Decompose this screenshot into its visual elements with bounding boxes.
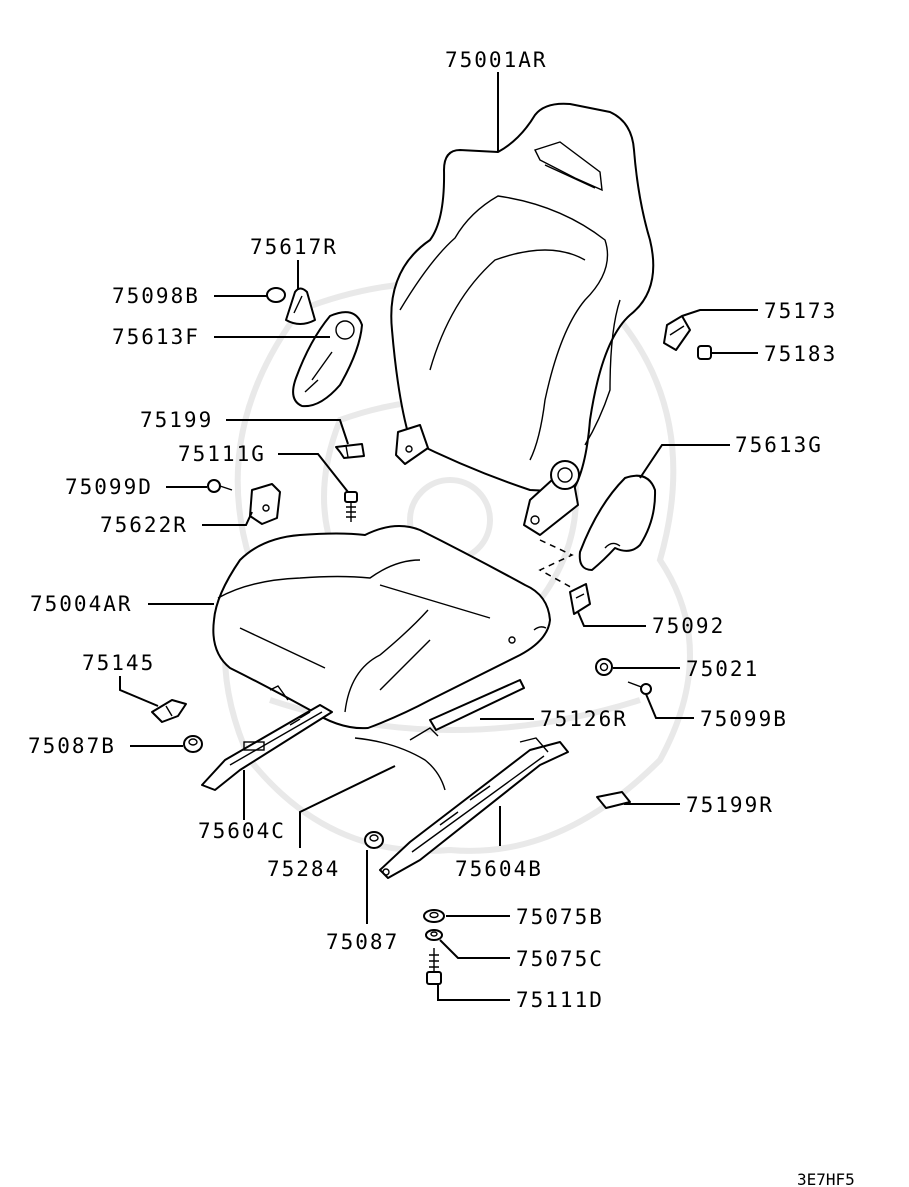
part-label-75604C: 75604C <box>198 819 286 843</box>
leader-line-75075C <box>439 939 510 959</box>
part-label-75075C: 75075C <box>516 947 604 971</box>
part-label-75099D: 75099D <box>65 475 153 499</box>
part-label-75087: 75087 <box>326 930 399 954</box>
leader-line-75145 <box>119 676 159 707</box>
leader-line-75092 <box>577 611 646 627</box>
part-75173-lever <box>663 315 691 351</box>
part-75111D-bolt <box>426 948 442 985</box>
leader-line-75111G <box>278 453 349 493</box>
part-75098B-clip <box>266 287 286 303</box>
part-label-75604B: 75604B <box>455 857 543 881</box>
part-label-75613G: 75613G <box>735 433 823 457</box>
part-75617R-cover <box>285 287 316 325</box>
leader-line-75099B <box>645 693 694 719</box>
leader-line-75111D <box>437 984 510 1001</box>
part-75099B-screw <box>627 681 652 695</box>
seat-back <box>390 102 655 536</box>
part-label-75075B: 75075B <box>516 905 604 929</box>
leader-line-75173 <box>681 309 758 317</box>
part-75604B-seat-rail <box>379 737 569 879</box>
leader-line-75199 <box>226 419 349 445</box>
part-label-75622R: 75622R <box>100 513 188 537</box>
part-75284-cable <box>354 737 446 791</box>
part-75613G-side-cover <box>578 474 657 571</box>
part-75087B-nut <box>183 735 203 753</box>
part-label-75126R: 75126R <box>540 707 628 731</box>
part-75099D-screw <box>207 479 233 493</box>
part-label-75284: 75284 <box>267 857 340 881</box>
part-label-75617R: 75617R <box>250 235 338 259</box>
part-75613F-side-cover <box>292 311 363 408</box>
part-label-75001AR: 75001AR <box>445 48 548 72</box>
alignment-guide <box>538 539 577 591</box>
part-75075B-washer <box>423 909 445 923</box>
leader-line-75622R <box>202 511 253 526</box>
part-label-75087B: 75087B <box>28 734 116 758</box>
part-label-75092: 75092 <box>652 614 725 638</box>
part-label-75021: 75021 <box>686 657 759 681</box>
part-label-75199: 75199 <box>140 408 213 432</box>
part-label-75111G: 75111G <box>178 442 266 466</box>
part-label-75004AR: 75004AR <box>30 592 133 616</box>
part-label-75111D: 75111D <box>516 988 604 1012</box>
part-75145-cover <box>151 699 187 723</box>
part-75199-bracket <box>335 443 365 459</box>
part-75604C-seat-rail <box>201 685 333 791</box>
part-label-75099B: 75099B <box>700 707 788 731</box>
leader-line-75613G <box>639 444 730 479</box>
part-75183-knob <box>697 345 712 360</box>
part-75111G-bolt <box>344 491 358 522</box>
part-label-75183: 75183 <box>764 342 837 366</box>
part-75126R-rail-cover <box>409 679 525 741</box>
part-label-75173: 75173 <box>764 299 837 323</box>
diagram-code: 3E7HF5 <box>797 1170 855 1187</box>
part-75021-nut <box>595 658 613 676</box>
part-75622R-cover <box>249 483 281 525</box>
part-label-75145: 75145 <box>82 651 155 675</box>
part-label-75613F: 75613F <box>112 325 200 349</box>
part-75075C-washer <box>425 929 443 941</box>
part-label-75098B: 75098B <box>112 284 200 308</box>
part-75092-clip <box>569 583 591 615</box>
seat-cushion <box>212 525 551 730</box>
part-label-75199R: 75199R <box>686 793 774 817</box>
part-75199R-bracket <box>596 791 631 809</box>
part-75087-nut <box>364 831 384 849</box>
leader-line-75284 <box>299 765 396 848</box>
